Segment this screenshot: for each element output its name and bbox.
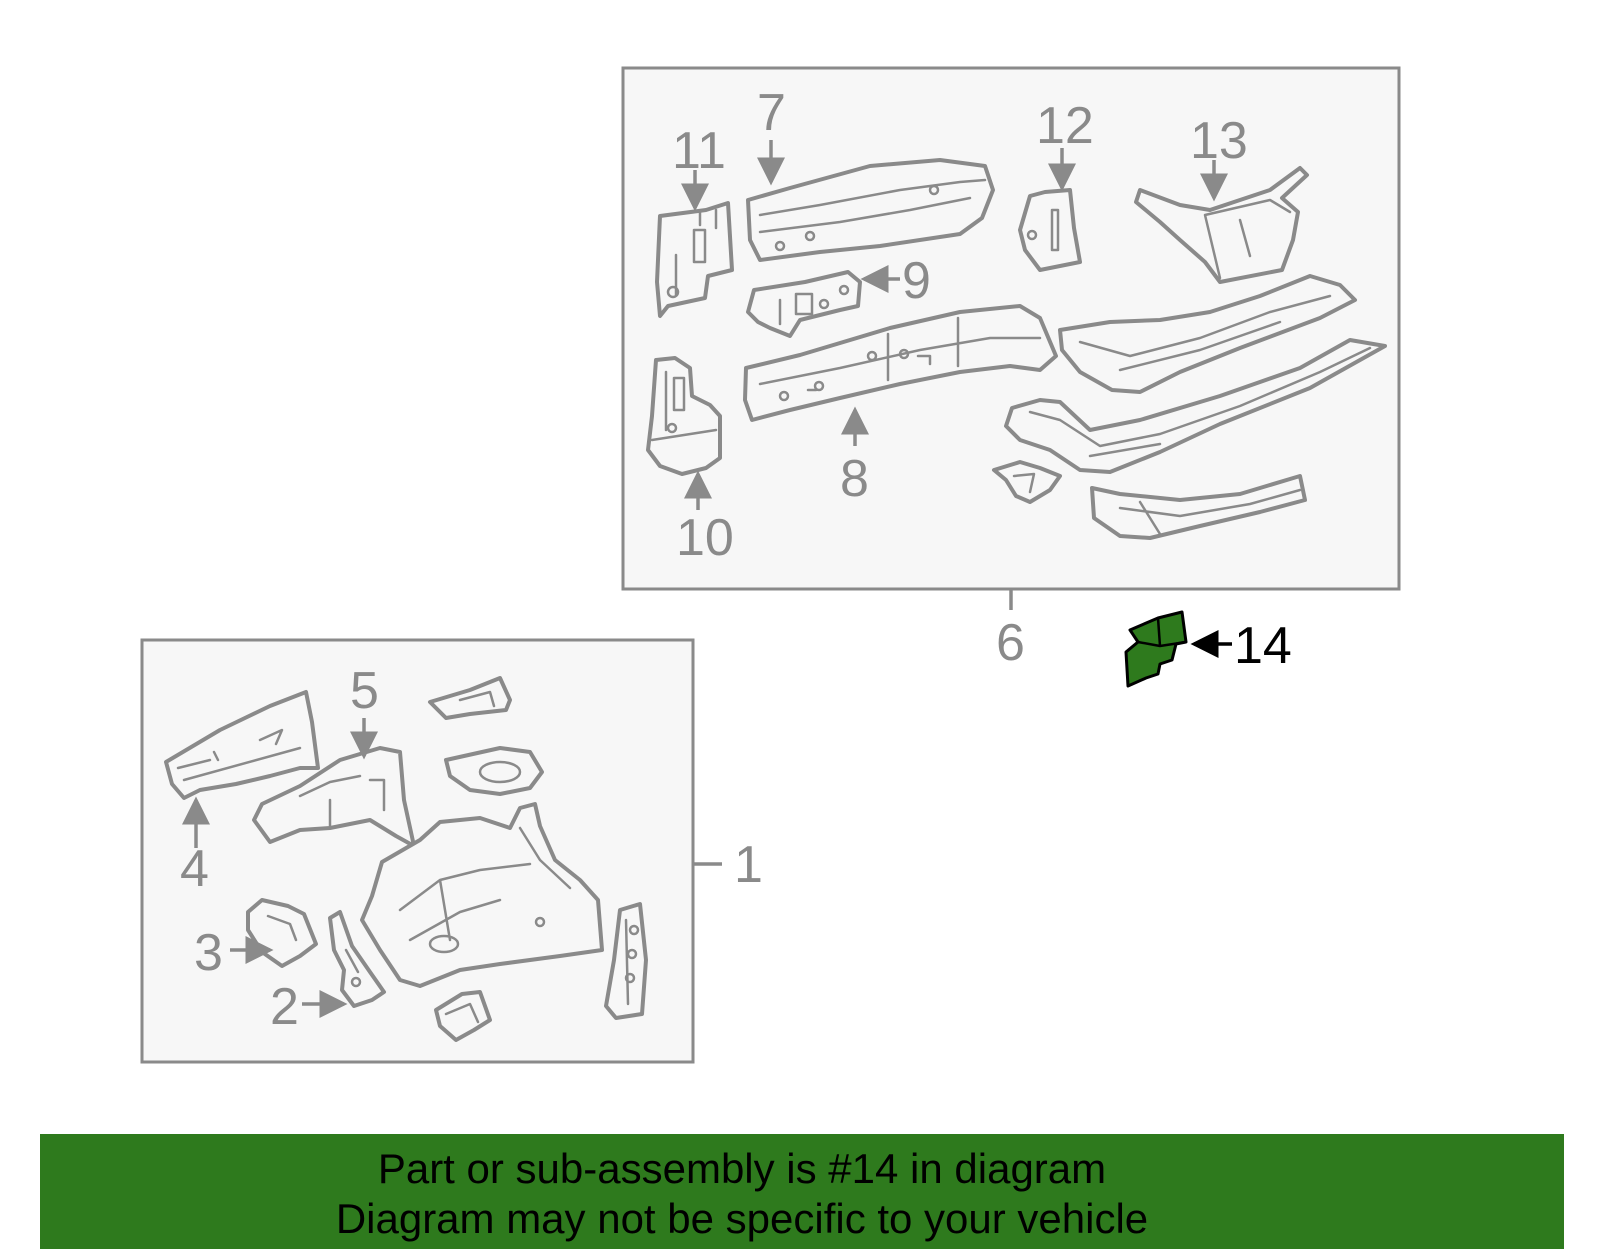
part-12[interactable] <box>1018 188 1082 272</box>
rail-upper[interactable] <box>1058 274 1357 394</box>
bracket-small[interactable] <box>992 460 1062 504</box>
banner-line-1: Part or sub-assembly is #14 in diagram <box>377 1145 1107 1192</box>
info-banner: Part or sub-assembly is #14 in diagram D… <box>40 1134 1564 1249</box>
part-2[interactable] <box>328 910 386 1008</box>
part-7[interactable] <box>746 158 995 262</box>
callout-5: 5 <box>350 662 379 720</box>
pillar-right[interactable] <box>604 902 648 1020</box>
callout-7: 7 <box>757 84 786 142</box>
callout-3: 3 <box>194 924 223 982</box>
part-5[interactable] <box>252 746 416 848</box>
part-14-highlighted[interactable] <box>1124 610 1232 688</box>
callout-14: 14 <box>1234 617 1292 675</box>
callout-2: 2 <box>270 978 299 1036</box>
rail-bottom[interactable] <box>1090 474 1307 540</box>
part-10[interactable] <box>646 356 722 476</box>
callout-13: 13 <box>1190 112 1248 170</box>
banner-line-2: Diagram may not be specific to your vehi… <box>335 1195 1149 1242</box>
callout-8: 8 <box>840 450 869 508</box>
strut-plate[interactable] <box>444 746 544 796</box>
leaders-upper <box>681 140 1228 510</box>
leaders-lower <box>182 718 378 1018</box>
callout-4: 4 <box>180 840 209 898</box>
part-8[interactable] <box>743 304 1058 422</box>
callout-12: 12 <box>1036 97 1094 155</box>
callout-6: 6 <box>996 614 1025 672</box>
bracket-top[interactable] <box>428 676 512 720</box>
part-13[interactable] <box>1134 166 1309 284</box>
callout-1: 1 <box>734 836 763 894</box>
callout-9: 9 <box>902 252 931 310</box>
callout-11: 11 <box>672 122 726 180</box>
callout-10: 10 <box>676 509 734 567</box>
bracket-bottom[interactable] <box>434 990 492 1042</box>
wheelhouse[interactable] <box>360 802 604 988</box>
rail-lower[interactable] <box>1004 338 1387 474</box>
part-9[interactable] <box>746 270 862 338</box>
part-11[interactable] <box>655 201 734 318</box>
